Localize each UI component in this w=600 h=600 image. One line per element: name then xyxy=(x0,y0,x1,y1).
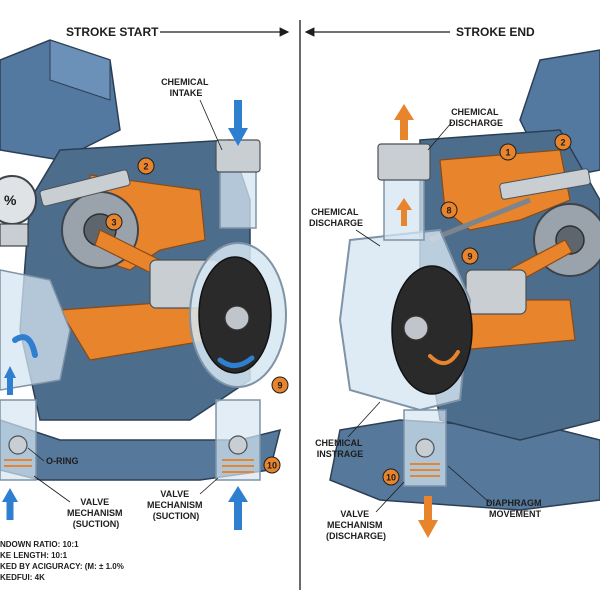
label-valve-suction-mid: VALVE MECHANISM (SUCTION) xyxy=(147,489,205,521)
label-valve-suction-left: VALVE MECHANISM (SUCTION) xyxy=(67,497,125,529)
leader-chemical-discharge-side xyxy=(355,229,381,247)
label-valve-discharge: VALVE MECHANISM (DISCHARGE) xyxy=(326,509,386,541)
spec-line: KED BY ACIGURACY: (M: ± 1.0% xyxy=(0,562,124,571)
leader-chemical-intake xyxy=(199,99,223,151)
svg-text:3: 3 xyxy=(111,218,116,228)
left-check-ball xyxy=(8,435,28,455)
right-pump-base xyxy=(329,419,600,511)
left-valve-spring xyxy=(4,459,32,467)
left-threaded-shaft xyxy=(39,169,131,207)
leader-o-ring xyxy=(27,447,45,462)
right-threaded-shaft xyxy=(499,168,591,200)
right-pump-illustration: 1 2 8 9 10 xyxy=(329,49,600,538)
label-diaphragm-movement: DIAPHRAGM MOVEMENT xyxy=(486,498,544,519)
right-plunger xyxy=(465,269,527,315)
header-stroke-start: STROKE START xyxy=(66,25,159,39)
right-push-rod xyxy=(429,197,531,243)
left-flow-arrow-b-head xyxy=(4,366,16,378)
left-badge-9: 9 xyxy=(271,376,289,394)
right-valve-spring xyxy=(410,463,440,477)
leader-valve-suction-left xyxy=(33,475,71,503)
discharge-flow-arrow-head xyxy=(394,104,414,120)
leader-valve-discharge xyxy=(375,481,405,513)
right-discharge-fitting xyxy=(377,143,431,181)
right-badge-2: 2 xyxy=(554,133,572,151)
svg-text:10: 10 xyxy=(386,473,396,483)
label-o-ring: O-RING xyxy=(46,456,79,466)
spec-list: NDOWN RATIO: 10:1 KE LENGTH: 10:1 KED BY… xyxy=(0,540,126,582)
intake-flow-arrow-head xyxy=(228,128,248,146)
left-diaphragm-flow xyxy=(217,355,255,368)
mid-flow-arrow-head xyxy=(228,486,248,502)
right-badge-1: 1 xyxy=(499,143,517,161)
right-badge-10: 10 xyxy=(382,468,400,486)
left-flow-arrow-a xyxy=(12,334,38,358)
right-badge-9: 9 xyxy=(461,247,479,265)
label-chemical-intake: CHEMICAL INTAKE xyxy=(161,77,211,98)
leader-chemical-instrage xyxy=(347,401,381,438)
label-chemical-discharge-side: CHEMICAL DISCHARGE xyxy=(309,207,363,228)
right-diaphragm-bolt xyxy=(403,315,429,341)
mid-check-ball xyxy=(228,435,248,455)
left-badge-3: 3 xyxy=(105,213,123,231)
header-stroke-end: STROKE END xyxy=(456,25,535,39)
svg-text:1: 1 xyxy=(505,148,510,158)
left-dial-base xyxy=(0,223,29,247)
spec-line: KE LENGTH: 10:1 xyxy=(0,551,68,560)
left-diaphragm-bolt xyxy=(224,305,250,331)
mid-valve-spring xyxy=(222,459,254,473)
svg-text:2: 2 xyxy=(560,138,565,148)
spec-line: KEDFUI: 4K xyxy=(0,573,45,582)
svg-text:9: 9 xyxy=(467,252,472,262)
inner-discharge-arrow-head xyxy=(396,198,412,210)
left-badge-2: 2 xyxy=(137,157,155,175)
left-badge-10: 10 xyxy=(263,456,281,474)
left-bottom-flow-arrow-head xyxy=(2,488,18,502)
svg-text:9: 9 xyxy=(277,381,282,391)
label-chemical-instrage: CHEMICAL INSTRAGE xyxy=(315,438,365,459)
svg-text:2: 2 xyxy=(143,162,148,172)
svg-text:8: 8 xyxy=(446,206,451,216)
right-check-ball xyxy=(415,438,435,458)
dial-symbol: % xyxy=(4,192,17,208)
svg-text:10: 10 xyxy=(267,461,277,471)
right-badge-8: 8 xyxy=(440,201,458,219)
spec-line: NDOWN RATIO: 10:1 xyxy=(0,540,79,549)
left-motor-top xyxy=(49,39,111,101)
left-clear-head xyxy=(0,269,71,391)
leader-valve-suction-mid xyxy=(199,477,219,495)
leader-diaphragm-movement xyxy=(447,465,491,504)
leader-chemical-discharge-top xyxy=(427,121,453,151)
bottom-discharge-arrow-head xyxy=(418,520,438,538)
label-chemical-discharge-top: CHEMICAL DISCHARGE xyxy=(449,107,503,128)
left-pump-illustration: % 2 xyxy=(0,39,289,530)
right-diaphragm-flow xyxy=(428,350,460,365)
